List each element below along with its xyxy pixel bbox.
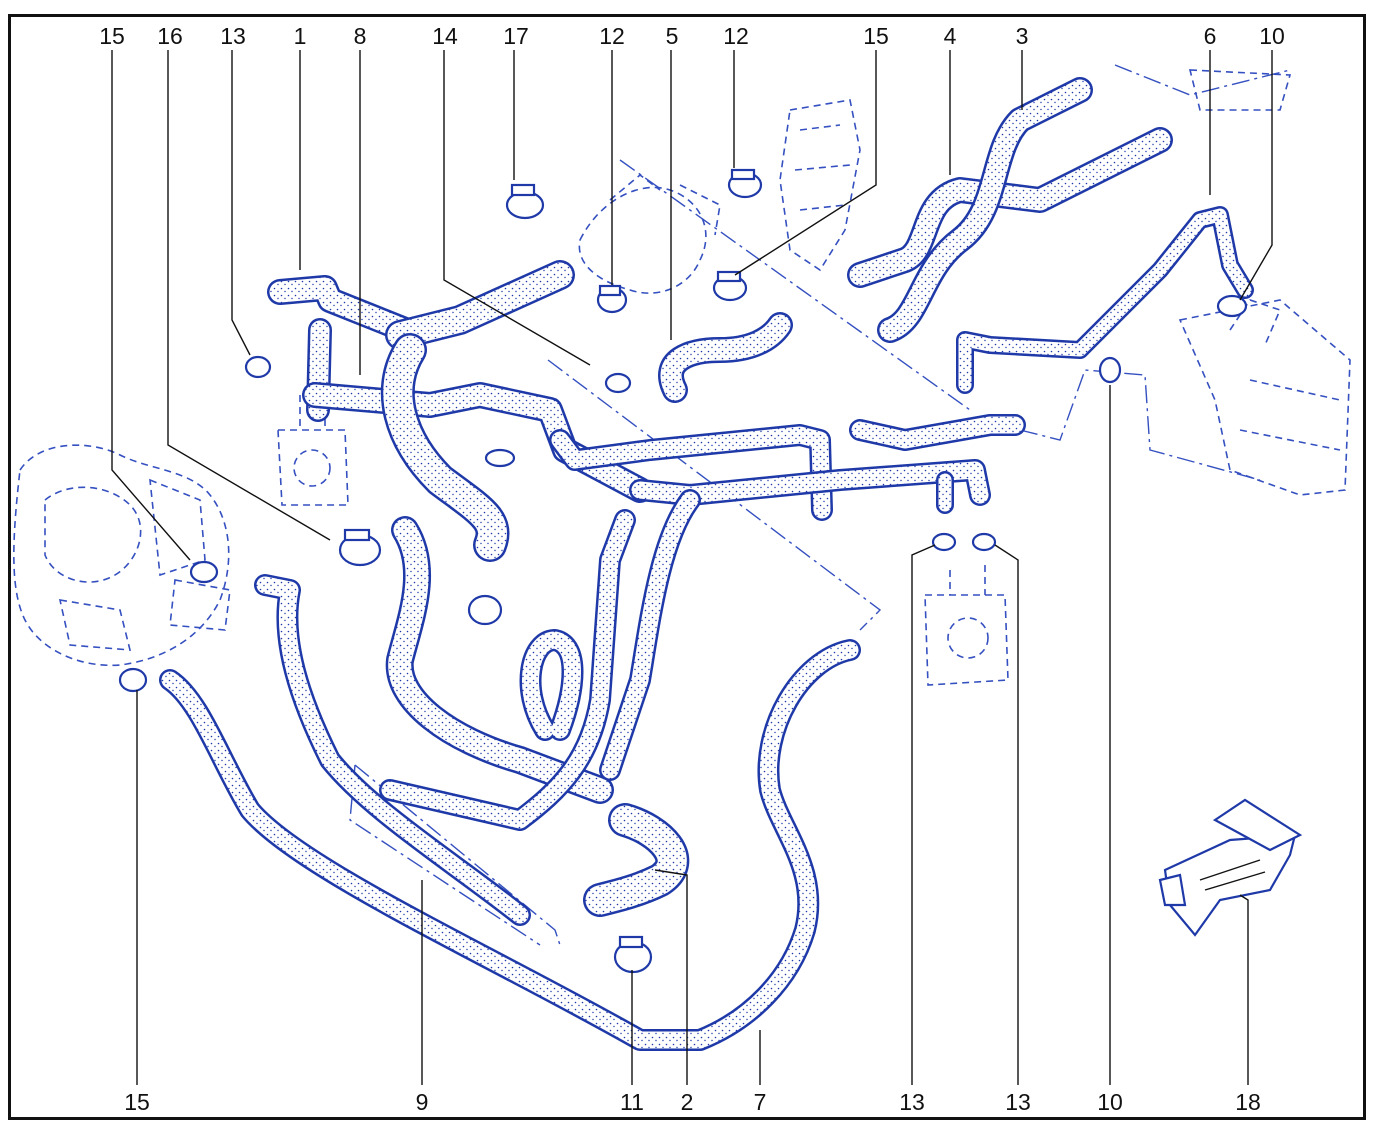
hose-clamps (118, 168, 1248, 974)
callouts-top: 15 16 13 1 8 14 17 12 5 12 15 4 3 6 10 (99, 23, 1285, 49)
callout-2: 2 (681, 1089, 694, 1115)
hose-15-long (159, 639, 861, 1051)
callout-15-top-left: 15 (99, 23, 125, 49)
hose-8 (302, 382, 653, 503)
ghost-heater-right (1178, 69, 1351, 496)
hose-16 (385, 516, 614, 804)
callout-3: 3 (1016, 23, 1029, 49)
clamp-13-right-a (931, 532, 957, 552)
clamp-13-left (244, 355, 272, 379)
hose-crossover (549, 414, 1026, 521)
callout-7: 7 (754, 1089, 767, 1115)
hose-5 (658, 312, 793, 403)
callout-15-top-right: 15 (863, 23, 889, 49)
hose-2 (583, 803, 690, 917)
callouts-bottom: 15 9 11 2 7 13 13 10 18 (124, 1089, 1261, 1115)
callout-10-bottom: 10 (1097, 1089, 1123, 1115)
callout-10-top: 10 (1259, 23, 1285, 49)
clamp-12-left (596, 284, 628, 314)
clamp-11 (613, 935, 653, 974)
callout-12-right: 12 (723, 23, 749, 49)
hose-9 (254, 574, 531, 926)
callout-11: 11 (620, 1089, 644, 1115)
callout-5: 5 (666, 23, 679, 49)
leader-lines (111, 50, 1273, 1085)
ghost-thermostat-housing (578, 173, 721, 294)
callout-13-bottom-right: 13 (1005, 1089, 1031, 1115)
clamp-12-right (727, 168, 763, 199)
hose-4 (847, 127, 1173, 288)
ghost-engine-left (13, 444, 231, 667)
callout-1: 1 (294, 23, 307, 49)
clamp-14 (604, 372, 632, 394)
ghost-oil-cooler-right (924, 565, 1009, 686)
callout-16: 16 (157, 23, 183, 49)
hose-6 (956, 206, 1254, 394)
clamp-16 (338, 528, 382, 567)
hose-main-vertical (380, 333, 510, 562)
callout-6: 6 (1204, 23, 1217, 49)
hose-loop (379, 489, 701, 831)
clamp-10-mid (1098, 356, 1122, 384)
callout-13-top: 13 (220, 23, 246, 49)
clamp-17 (505, 183, 545, 220)
ghost-valve-block (779, 99, 861, 272)
callout-14: 14 (432, 23, 458, 49)
callout-4: 4 (944, 23, 957, 49)
hose-3 (877, 77, 1093, 343)
hose-group (159, 77, 1254, 1051)
hose-17 (385, 260, 575, 350)
callout-15-bottom: 15 (124, 1089, 150, 1115)
diagram-frame (8, 14, 1366, 1120)
clamp-10-right (1216, 294, 1248, 318)
callout-17: 17 (503, 23, 529, 49)
clamp-15-bottom (118, 667, 148, 693)
clamp-mid (467, 448, 516, 626)
clamp-13-right-b (971, 532, 997, 552)
callout-8: 8 (354, 23, 367, 49)
clamp-15-left (189, 560, 219, 584)
callout-9: 9 (416, 1089, 429, 1115)
callout-18: 18 (1235, 1089, 1261, 1115)
callout-13-bottom-left: 13 (899, 1089, 925, 1115)
callout-12-left: 12 (599, 23, 625, 49)
bracket-18 (1158, 798, 1303, 937)
clamp-15-top (712, 270, 748, 302)
